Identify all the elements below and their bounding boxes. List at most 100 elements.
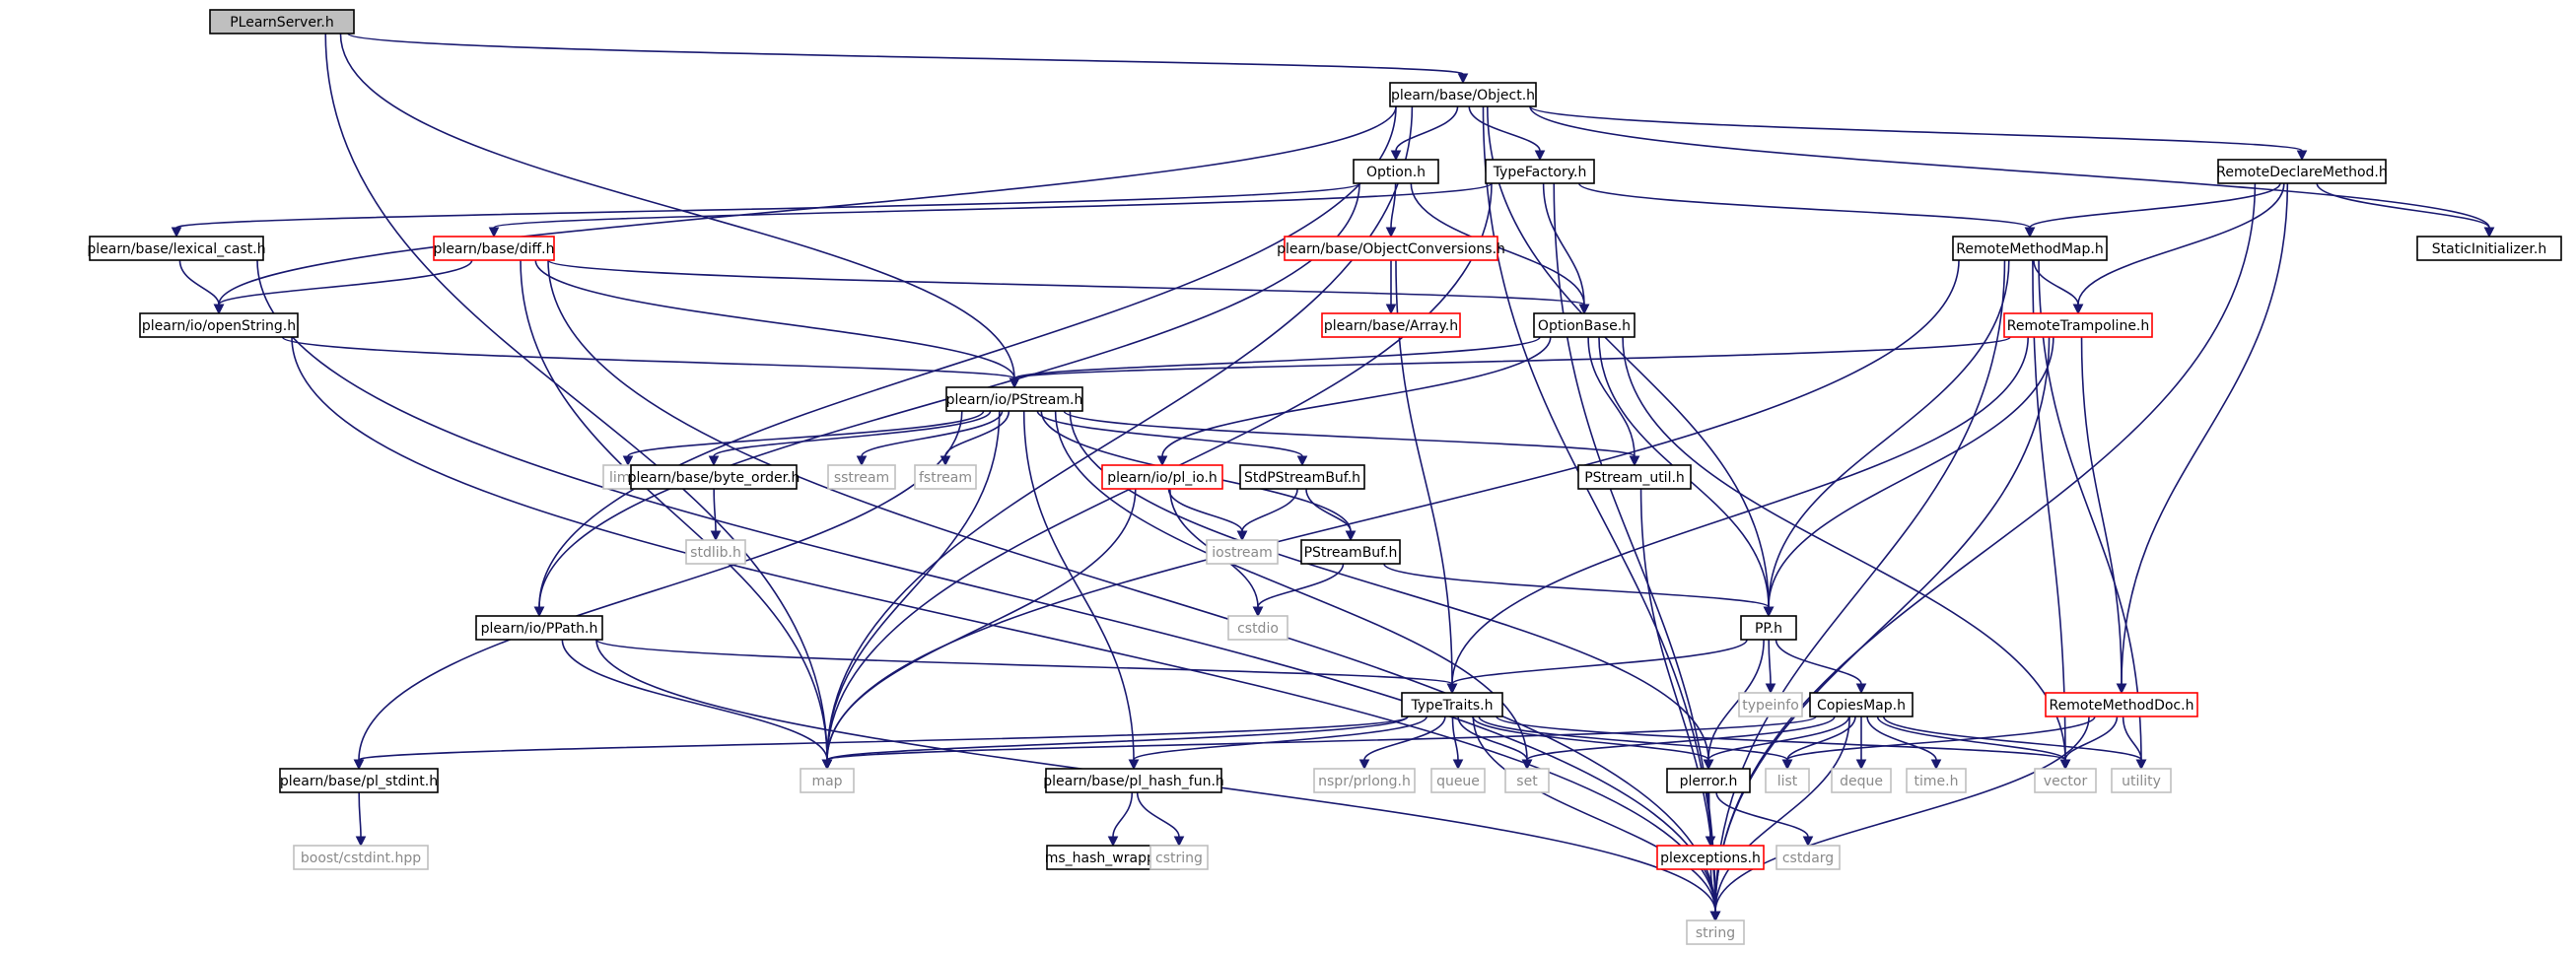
node-pl-io-h[interactable]: plearn/io/pl_io.h: [1101, 464, 1223, 490]
node-nspr-prlong-h: nspr/prlong.h: [1313, 768, 1416, 793]
node-remotemethoddoc-h[interactable]: RemoteMethodDoc.h: [2045, 692, 2198, 717]
node-box-cstdarg: [1775, 845, 1841, 870]
node-label-remotedeclaremethod-h: RemoteDeclareMethod.h: [2216, 165, 2387, 180]
node-pp-h[interactable]: PP.h: [1740, 615, 1797, 641]
node-optionbase-h[interactable]: OptionBase.h: [1533, 312, 1636, 338]
arrowhead-remotedeclaremethod-h-to-staticinitializer-h: [2483, 227, 2495, 238]
arrowhead-pstream-h-to-sstream: [856, 455, 868, 467]
node-plexceptions-h[interactable]: plexceptions.h: [1656, 845, 1765, 870]
edge-copiesmap-h-to-string: [1714, 716, 1850, 913]
node-array-h[interactable]: plearn/base/Array.h: [1321, 312, 1461, 338]
edge-typefactory-h-to-string: [1553, 182, 1716, 913]
node-remotemethodmap-h[interactable]: RemoteMethodMap.h: [1952, 236, 2108, 261]
node-staticinitializer-h[interactable]: StaticInitializer.h: [2416, 236, 2562, 261]
arrowhead-copiesmap-h-to-time-h: [1930, 759, 1942, 771]
edge-optionbase-h-to-pstream-h: [1013, 336, 1541, 379]
node-box-utility: [2111, 768, 2172, 793]
node-box-iostream: [1206, 539, 1279, 565]
node-pstream-h[interactable]: plearn/io/PStream.h: [945, 386, 1083, 412]
edge-object-h-to-openstring-h: [218, 105, 1397, 306]
node-box-pl-io-h: [1101, 464, 1223, 490]
node-label-plearnserver-h: PLearnServer.h: [230, 15, 334, 31]
edge-ppath-h-to-map: [561, 639, 828, 761]
node-box-pstream-h: [945, 386, 1083, 412]
edge-pl-stdint-h-to-boost-cstdint-hpp: [358, 791, 362, 838]
node-box-remotemethoddoc-h: [2045, 692, 2198, 717]
edge-remotemethodmap-h-to-vector: [2032, 259, 2066, 761]
arrowhead-pstream-h-to-byte-order-h: [708, 455, 720, 467]
node-object-h[interactable]: plearn/base/Object.h: [1389, 82, 1537, 107]
edge-remotemethodmap-h-to-map: [826, 259, 1960, 761]
node-vector: vector: [2034, 768, 2097, 793]
node-label-typeinfo: typeinfo: [1742, 698, 1799, 714]
edge-stdpstreambuf-h-to-pstreambuf-h: [1305, 488, 1352, 532]
node-typefactory-h[interactable]: TypeFactory.h: [1485, 159, 1595, 184]
node-label-pstream-h: plearn/io/PStream.h: [946, 392, 1083, 408]
edge-remotedeclaremethod-h-to-remotemethodmap-h: [2029, 182, 2281, 229]
node-box-optionbase-h: [1533, 312, 1636, 338]
edge-copiesmap-h-to-map: [826, 716, 1817, 761]
edge-remotemethoddoc-h-to-list: [1786, 716, 2096, 761]
node-remotetrampoline-h[interactable]: RemoteTrampoline.h: [2003, 312, 2153, 338]
node-iostream: iostream: [1206, 539, 1279, 565]
arrowhead-object-h-to-remotedeclaremethod-h: [2296, 150, 2308, 162]
node-label-copiesmap-h: CopiesMap.h: [1817, 698, 1906, 714]
node-stdpstreambuf-h[interactable]: StdPStreamBuf.h: [1239, 464, 1365, 490]
node-box-objectconversions-h: [1284, 236, 1498, 261]
arrowhead-plerror-h-to-cstdarg: [1802, 836, 1814, 848]
edge-typetraits-h-to-nspr-prlong-h: [1363, 716, 1446, 761]
node-pstreambuf-h[interactable]: PStreamBuf.h: [1300, 539, 1401, 565]
node-pstream-util-h[interactable]: PStream_util.h: [1577, 464, 1692, 490]
node-box-time-h: [1906, 768, 1967, 793]
node-utility: utility: [2111, 768, 2172, 793]
node-ppath-h[interactable]: plearn/io/PPath.h: [475, 615, 603, 641]
node-byte-order-h[interactable]: plearn/base/byte_order.h: [628, 464, 801, 490]
node-typetraits-h[interactable]: TypeTraits.h: [1401, 692, 1503, 717]
node-box-remotemethodmap-h: [1952, 236, 2108, 261]
node-label-remotemethoddoc-h: RemoteMethodDoc.h: [2050, 698, 2194, 714]
node-plerror-h[interactable]: plerror.h: [1666, 768, 1751, 793]
node-label-pl-io-h: plearn/io/pl_io.h: [1107, 470, 1218, 486]
edge-optionbase-h-to-pstream-util-h: [1587, 336, 1636, 457]
edge-pstream-h-to-limits: [627, 410, 985, 457]
edge-pstream-h-to-pl-stdint-h: [358, 410, 963, 761]
edge-remotemethodmap-h-to-string: [1714, 259, 2006, 913]
arrowhead-typefactory-h-to-diff-h: [488, 227, 500, 238]
edge-remotemethodmap-h-to-remotetrampoline-h: [2033, 259, 2079, 306]
edge-remotemethoddoc-h-to-vector: [2064, 716, 2119, 761]
arrowhead-byte-order-h-to-stdlib-h: [710, 530, 722, 542]
edge-plearnserver-h-to-object-h: [347, 33, 1464, 75]
node-lexical-cast-h[interactable]: plearn/base/lexical_cast.h: [87, 236, 266, 261]
node-remotedeclaremethod-h[interactable]: RemoteDeclareMethod.h: [2216, 159, 2388, 184]
arrowhead-plexceptions-h-to-string: [1709, 911, 1721, 922]
edge-remotemethoddoc-h-to-string: [1714, 716, 2090, 913]
node-objectconversions-h[interactable]: plearn/base/ObjectConversions.h: [1277, 236, 1505, 261]
node-box-copiesmap-h: [1809, 692, 1914, 717]
node-openstring-h[interactable]: plearn/io/openString.h: [139, 312, 299, 338]
node-option-h[interactable]: Option.h: [1353, 159, 1439, 184]
arrowhead-diff-h-to-optionbase-h: [1578, 304, 1590, 315]
arrowhead-typetraits-h-to-nspr-prlong-h: [1358, 759, 1370, 771]
edge-pstream-h-to-pstream-util-h: [1063, 410, 1636, 457]
edge-diff-h-to-optionbase-h: [547, 259, 1585, 306]
node-box-set: [1504, 768, 1550, 793]
node-label-vector: vector: [2044, 774, 2088, 789]
node-label-option-h: Option.h: [1366, 165, 1426, 180]
node-diff-h[interactable]: plearn/base/diff.h: [433, 236, 555, 261]
node-copiesmap-h[interactable]: CopiesMap.h: [1809, 692, 1914, 717]
node-pl-hash-fun-h[interactable]: plearn/base/pl_hash_fun.h: [1043, 768, 1224, 793]
edge-optionbase-h-to-pl-io-h: [1161, 336, 1552, 457]
node-label-queue: queue: [1436, 774, 1480, 789]
arrowhead-object-h-to-option-h: [1390, 150, 1402, 162]
node-box-boost-cstdint-hpp: [293, 845, 429, 870]
node-plearnserver-h[interactable]: PLearnServer.h: [209, 9, 355, 34]
node-box-openstring-h: [139, 312, 299, 338]
edge-optionbase-h-to-vector: [1622, 336, 2066, 761]
node-pl-stdint-h[interactable]: plearn/base/pl_stdint.h: [279, 768, 439, 793]
edge-typefactory-h-to-optionbase-h: [1542, 182, 1585, 306]
edge-typetraits-h-to-string: [1472, 716, 1716, 913]
arrowhead-remotedeclaremethod-h-to-remotemethodmap-h: [2024, 227, 2036, 238]
node-box-stdlib-h: [685, 539, 746, 565]
node-box-map: [800, 768, 855, 793]
